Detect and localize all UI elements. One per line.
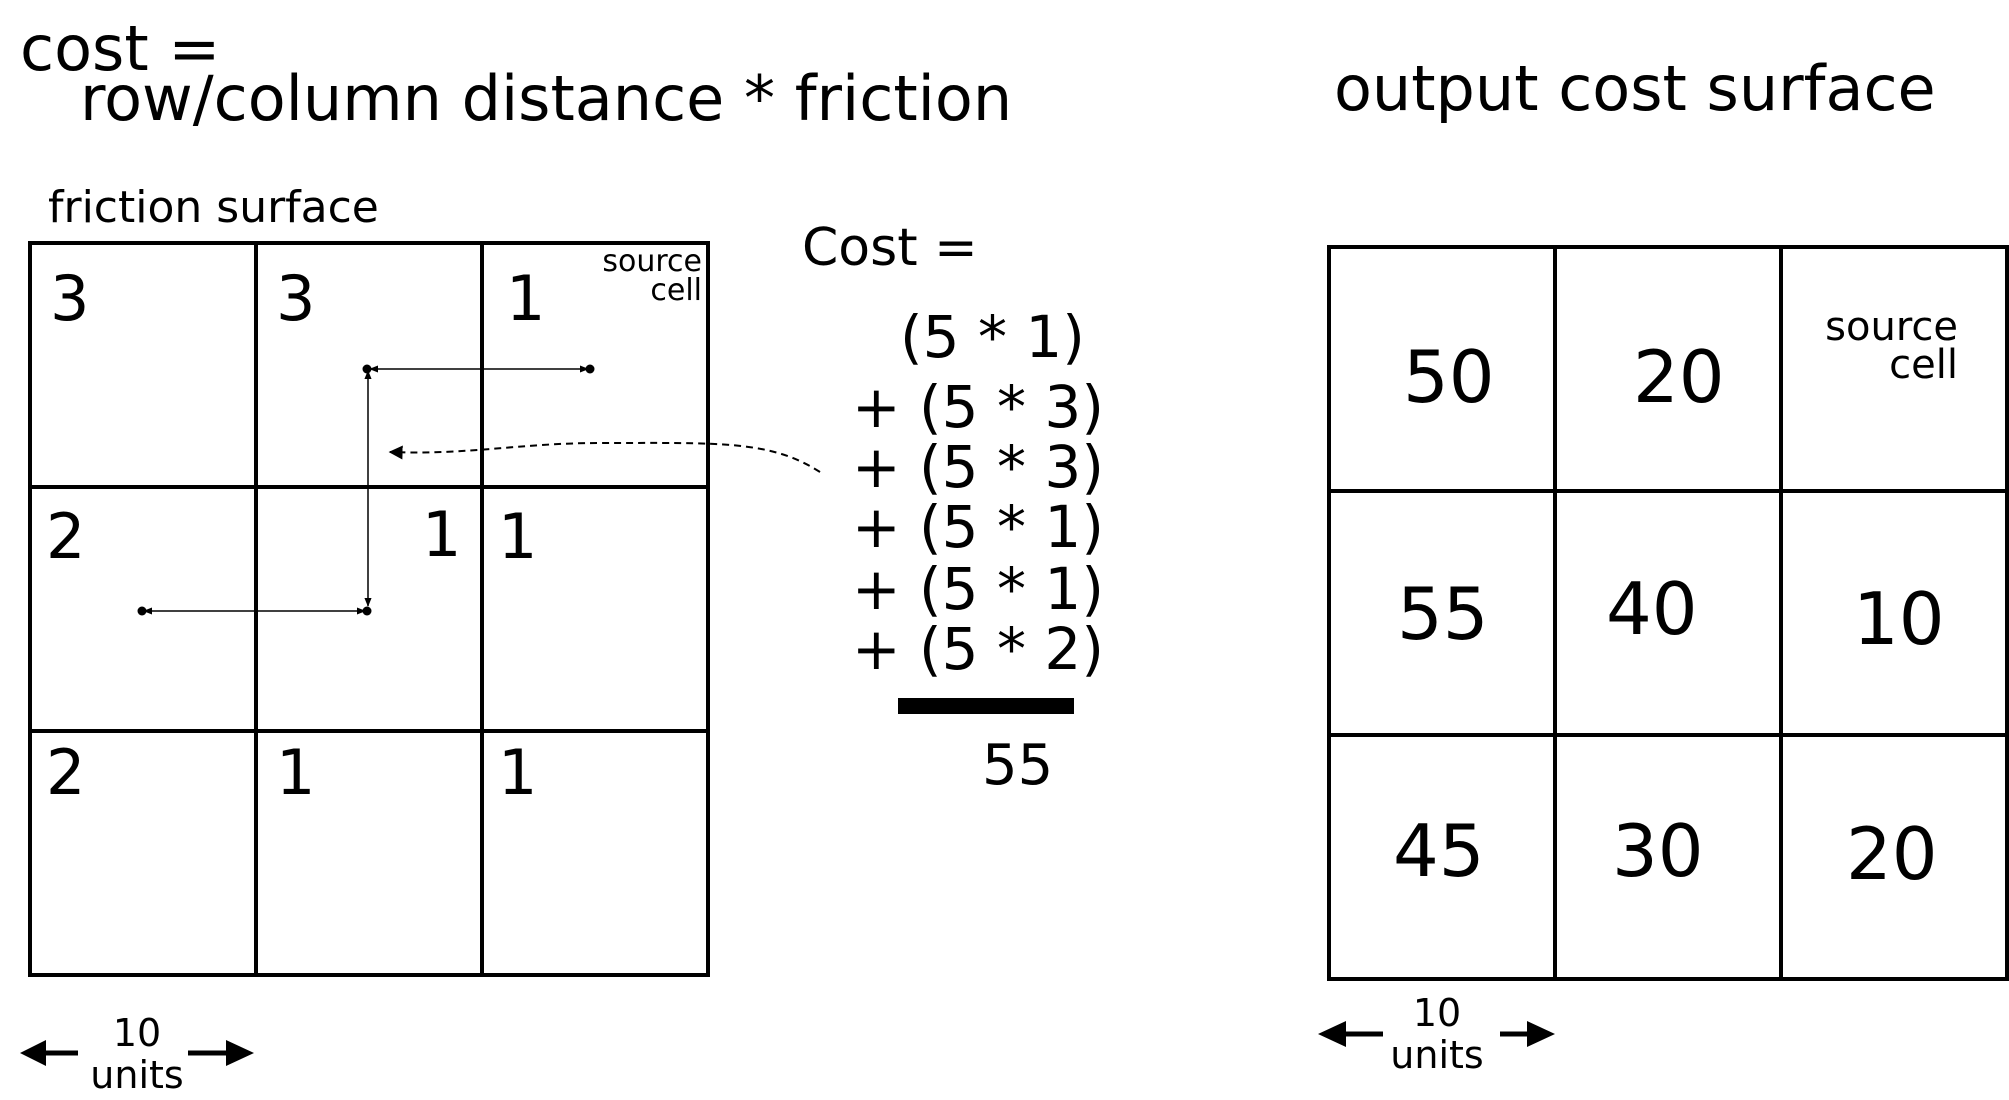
output-cell-r3c2: 30 bbox=[1612, 809, 1704, 893]
sum-bar bbox=[898, 698, 1074, 714]
output-cell-r3c1: 45 bbox=[1393, 809, 1485, 893]
friction-surface-label: friction surface bbox=[48, 182, 379, 233]
cost-term: + (5 * 1) bbox=[852, 493, 1104, 561]
path-node bbox=[585, 364, 595, 374]
formula-line-1: cost = bbox=[20, 12, 221, 85]
cost-total: 55 bbox=[982, 733, 1054, 798]
output-grid bbox=[1327, 245, 2009, 981]
friction-cell-r1c2: 3 bbox=[276, 262, 316, 335]
path-node bbox=[362, 606, 372, 616]
friction-grid bbox=[28, 241, 710, 977]
friction-source-cell-note: source cell bbox=[602, 244, 702, 308]
output-cell-r3c3: 20 bbox=[1846, 812, 1938, 896]
scale-arrows-right bbox=[1318, 1021, 1555, 1047]
scale-unit-left: units bbox=[90, 1053, 184, 1097]
cost-term: (5 * 1) bbox=[900, 303, 1085, 371]
friction-cell-r2c1: 2 bbox=[46, 500, 86, 573]
path-node bbox=[362, 364, 372, 374]
output-source-cell-note: source cell bbox=[1825, 304, 1958, 388]
output-cell-r1c1: 50 bbox=[1403, 335, 1495, 419]
formula-line-2: row/column distance * friction bbox=[80, 62, 1013, 135]
path-node bbox=[137, 606, 147, 616]
friction-cell-r3c3: 1 bbox=[498, 736, 538, 809]
cost-path-nodes bbox=[137, 364, 595, 616]
friction-cell-r3c2: 1 bbox=[276, 736, 316, 809]
friction-cell-r2c3: 1 bbox=[498, 500, 538, 573]
friction-cell-r1c1: 3 bbox=[50, 262, 90, 335]
output-title: output cost surface bbox=[1334, 52, 1936, 125]
output-cell-r2c3: 10 bbox=[1853, 577, 1945, 661]
cost-calc-label: Cost = bbox=[802, 218, 978, 278]
friction-cell-r1c3: 1 bbox=[506, 262, 546, 335]
scale-unit-right: units bbox=[1390, 1033, 1484, 1077]
cost-term: + (5 * 1) bbox=[852, 555, 1104, 623]
scale-value-left: 10 bbox=[112, 1011, 162, 1055]
output-cell-r2c2: 40 bbox=[1606, 567, 1698, 651]
output-cell-r2c1: 55 bbox=[1397, 572, 1489, 656]
cost-term: + (5 * 3) bbox=[852, 373, 1104, 441]
friction-cell-r3c1: 2 bbox=[46, 736, 86, 809]
scale-value-right: 10 bbox=[1412, 991, 1462, 1035]
cost-term: + (5 * 3) bbox=[852, 433, 1104, 501]
friction-cell-r2c2-extra: 1 bbox=[422, 498, 462, 571]
cost-path-arrows bbox=[143, 365, 589, 615]
cost-term: + (5 * 2) bbox=[852, 615, 1104, 683]
dashed-leader-arrow bbox=[388, 441, 821, 473]
scale-arrows-left bbox=[20, 1040, 254, 1066]
output-cell-r1c2: 20 bbox=[1633, 335, 1725, 419]
